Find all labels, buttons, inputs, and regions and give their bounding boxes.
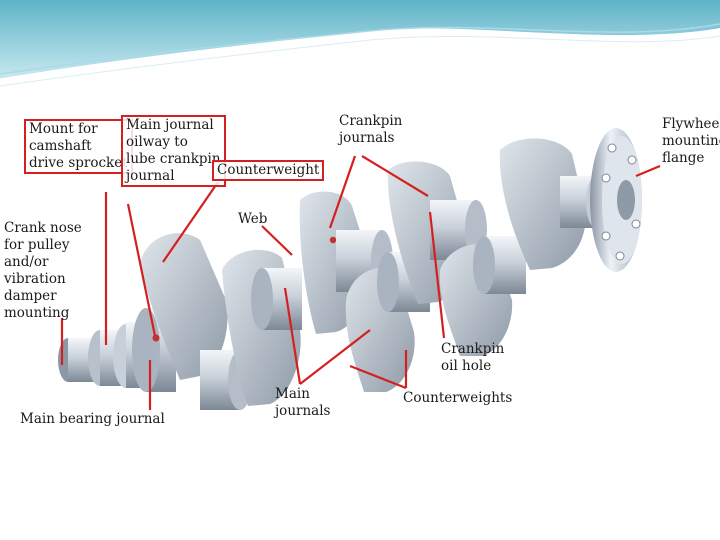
footer-blank-area	[0, 468, 720, 540]
label-mount-camshaft: Mount for camshaft drive sprocket	[24, 119, 133, 174]
web-1	[140, 233, 228, 380]
label-flywheel-flange: Flywheel mounting flange	[662, 116, 720, 166]
label-crankpin-journals: Crankpin journals	[339, 113, 403, 146]
web-7	[499, 138, 586, 270]
label-main-journals: Main journals	[275, 386, 331, 419]
header-wave-decoration	[0, 0, 720, 87]
flywheel-flange	[590, 128, 642, 272]
main-journal-2	[251, 268, 302, 330]
label-web: Web	[238, 211, 268, 227]
main-journal-4	[473, 236, 526, 294]
label-counterweights: Counterweights	[403, 390, 513, 406]
label-crankpin-oil-hole: Crankpin oil hole	[441, 341, 505, 374]
label-main-bearing-journal: Main bearing journal	[20, 411, 165, 427]
label-crank-nose: Crank nose for pulley and/or vibration d…	[4, 220, 82, 321]
label-counterweight: Counterweight	[212, 160, 325, 181]
leader-lines	[60, 155, 661, 410]
label-main-journal-oilway: Main journal oilway to lube crankpin jou…	[121, 115, 226, 187]
